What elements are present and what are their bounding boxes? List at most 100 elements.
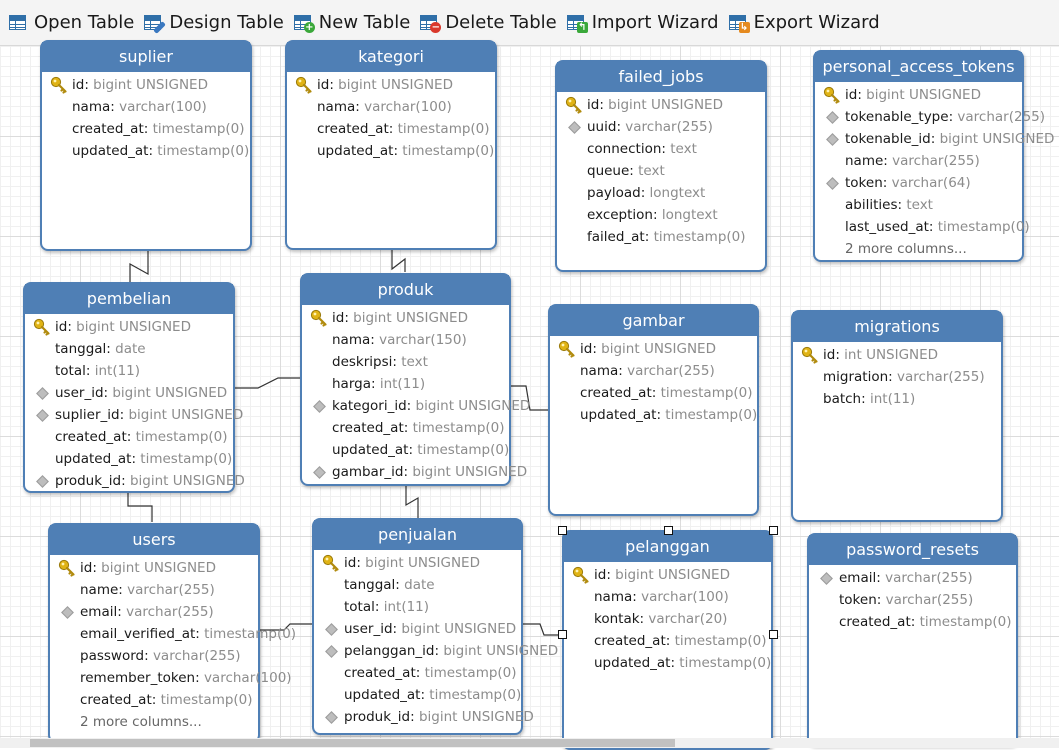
field-row[interactable]: user_id: bigint UNSIGNED — [25, 382, 233, 404]
field-row[interactable]: connection: text — [557, 138, 765, 160]
field-row[interactable]: pelanggan_id: bigint UNSIGNED — [314, 640, 558, 662]
field-row[interactable]: token: varchar(255) — [809, 589, 1016, 611]
selection-handle[interactable] — [558, 630, 567, 639]
field-row[interactable]: id: bigint UNSIGNED — [287, 74, 495, 96]
field-row[interactable]: kontak: varchar(20) — [564, 608, 771, 630]
field-row[interactable]: id: bigint UNSIGNED — [550, 338, 757, 360]
new-table-button[interactable]: + New Table — [293, 8, 410, 38]
selection-handle[interactable] — [558, 526, 567, 535]
import-wizard-button[interactable]: ↰ Import Wizard — [566, 8, 719, 38]
field-row[interactable]: kategori_id: bigint UNSIGNED — [302, 395, 530, 417]
field-row[interactable]: harga: int(11) — [302, 373, 509, 395]
field-row[interactable]: token: varchar(64) — [815, 172, 1022, 194]
field-row[interactable]: created_at: timestamp(0) — [314, 662, 521, 684]
field-row[interactable]: id: bigint UNSIGNED — [302, 307, 509, 329]
table-title[interactable]: password_resets — [809, 535, 1016, 565]
field-row[interactable]: nama: varchar(100) — [564, 586, 771, 608]
field-row[interactable]: email_verified_at: timestamp(0) — [50, 623, 296, 645]
field-row[interactable]: nama: varchar(100) — [42, 96, 250, 118]
field-row[interactable]: nama: varchar(100) — [287, 96, 495, 118]
field-row[interactable]: email: varchar(255) — [50, 601, 258, 623]
field-row[interactable]: created_at: timestamp(0) — [25, 426, 233, 448]
field-row[interactable]: id: bigint UNSIGNED — [314, 552, 521, 574]
field-row[interactable]: nama: varchar(150) — [302, 329, 509, 351]
field-row[interactable]: created_at: timestamp(0) — [302, 417, 509, 439]
field-row[interactable]: updated_at: timestamp(0) — [25, 448, 233, 470]
field-row[interactable]: queue: text — [557, 160, 765, 182]
field-row[interactable]: batch: int(11) — [793, 388, 1001, 410]
table-title[interactable]: produk — [302, 275, 509, 305]
table-title[interactable]: migrations — [793, 312, 1001, 342]
field-row[interactable]: failed_at: timestamp(0) — [557, 226, 765, 248]
export-wizard-button[interactable]: ↳ Export Wizard — [728, 8, 880, 38]
horizontal-scrollbar[interactable] — [0, 738, 1059, 748]
more-columns-link[interactable]: 2 more columns... — [845, 241, 967, 257]
table-title[interactable]: pelanggan — [564, 532, 771, 562]
field-row[interactable]: updated_at: timestamp(0) — [550, 404, 757, 426]
field-row[interactable]: produk_id: bigint UNSIGNED — [314, 706, 534, 728]
field-row[interactable]: password: varchar(255) — [50, 645, 258, 667]
table-title[interactable]: suplier — [42, 42, 250, 72]
field-row[interactable]: updated_at: timestamp(0) — [314, 684, 521, 706]
horizontal-scrollbar-thumb[interactable] — [30, 739, 675, 747]
table-title[interactable]: failed_jobs — [557, 62, 765, 92]
table-title[interactable]: personal_access_tokens — [815, 52, 1022, 82]
field-row[interactable]: user_id: bigint UNSIGNED — [314, 618, 521, 640]
table-title[interactable]: penjualan — [314, 520, 521, 550]
selection-handle[interactable] — [769, 630, 778, 639]
field-row[interactable]: created_at: timestamp(0) — [550, 382, 757, 404]
field-row[interactable]: email: varchar(255) — [809, 567, 1016, 589]
field-row[interactable]: produk_id: bigint UNSIGNED — [25, 470, 245, 492]
field-row[interactable]: created_at: timestamp(0) — [50, 689, 258, 711]
design-table-button[interactable]: Design Table — [143, 8, 284, 38]
field-row[interactable]: suplier_id: bigint UNSIGNED — [25, 404, 243, 426]
table-title[interactable]: pembelian — [25, 284, 233, 314]
field-row[interactable]: id: bigint UNSIGNED — [815, 84, 1022, 106]
field-row[interactable]: id: bigint UNSIGNED — [50, 557, 258, 579]
open-table-button[interactable]: Open Table — [8, 8, 134, 38]
field-row[interactable]: tanggal: date — [25, 338, 233, 360]
field-row[interactable]: id: bigint UNSIGNED — [564, 564, 771, 586]
field-row[interactable]: created_at: timestamp(0) — [809, 611, 1016, 633]
field-row[interactable]: total: int(11) — [314, 596, 521, 618]
field-row[interactable]: abilities: text — [815, 194, 1022, 216]
field-row[interactable]: nama: varchar(255) — [550, 360, 757, 382]
field-row[interactable]: created_at: timestamp(0) — [287, 118, 495, 140]
field-row[interactable]: created_at: timestamp(0) — [42, 118, 250, 140]
selection-handle[interactable] — [663, 526, 673, 535]
field-row[interactable]: updated_at: timestamp(0) — [302, 439, 509, 461]
table-title[interactable]: users — [50, 525, 258, 555]
field-row[interactable]: tokenable_type: varchar(255) — [815, 106, 1045, 128]
delete-table-button[interactable]: − Delete Table — [419, 8, 557, 38]
field-row[interactable]: uuid: varchar(255) — [557, 116, 765, 138]
field-row[interactable]: gambar_id: bigint UNSIGNED — [302, 461, 527, 483]
field-row[interactable]: name: varchar(255) — [815, 150, 1022, 172]
selection-handle[interactable] — [769, 526, 778, 535]
field-row[interactable]: updated_at: timestamp(0) — [287, 140, 495, 162]
field-row[interactable]: payload: longtext — [557, 182, 765, 204]
field-row[interactable]: exception: longtext — [557, 204, 765, 226]
field-row[interactable]: id: int UNSIGNED — [793, 344, 1001, 366]
field-row[interactable]: total: int(11) — [25, 360, 233, 382]
field-row[interactable]: updated_at: timestamp(0) — [564, 652, 771, 674]
field-row[interactable]: tanggal: date — [314, 574, 521, 596]
field-row[interactable]: migration: varchar(255) — [793, 366, 1001, 388]
more-columns-link[interactable]: 2 more columns... — [80, 714, 202, 730]
field-row[interactable]: remember_token: varchar(100) — [50, 667, 292, 689]
field-row[interactable]: id: bigint UNSIGNED — [557, 94, 765, 116]
table-title[interactable]: gambar — [550, 306, 757, 336]
field-row[interactable]: tokenable_id: bigint UNSIGNED — [815, 128, 1054, 150]
field-row[interactable]: name: varchar(255) — [50, 579, 258, 601]
